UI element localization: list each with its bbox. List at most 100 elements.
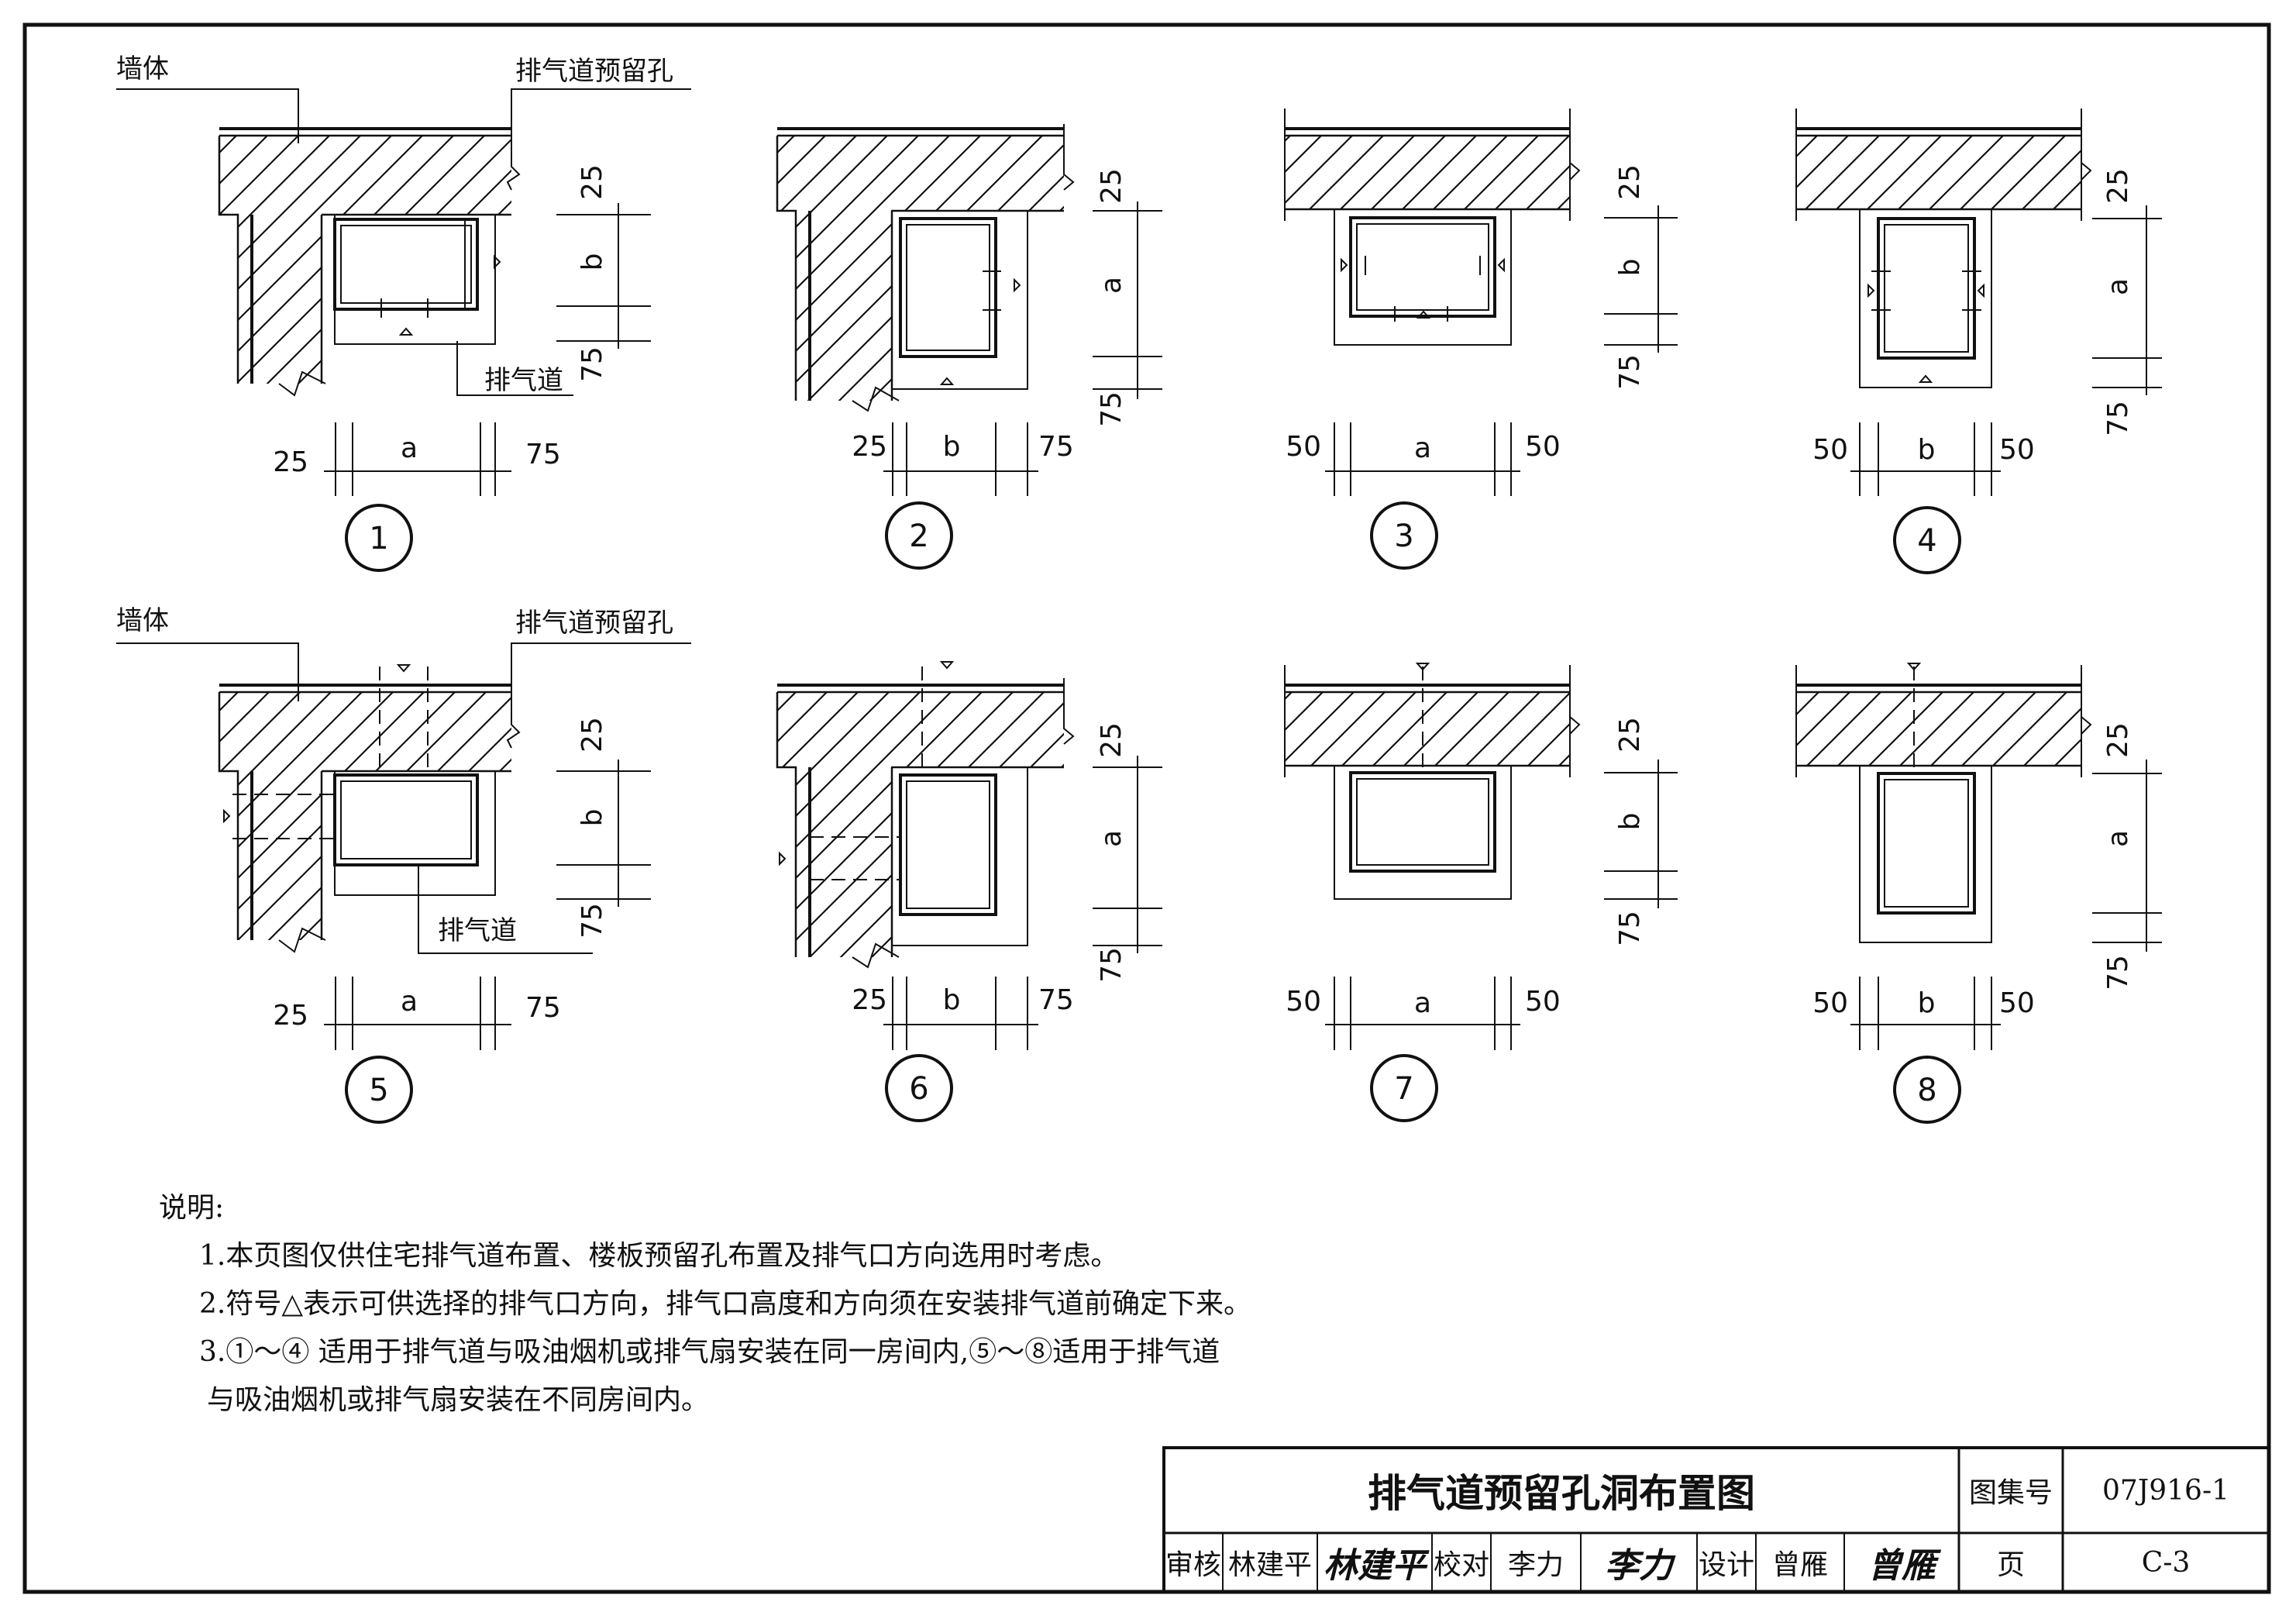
label-exhaust-duct: 排气道 [484,365,563,396]
detail-number-6: 6 [885,1054,953,1122]
svg-text:7: 7 [1394,1071,1413,1107]
detail-8 [1795,663,2162,1050]
dim-75: 75 [1614,911,1646,946]
check-label: 校对 [1433,1549,1489,1581]
dim-a: a [1096,830,1127,847]
dim-75: 75 [1614,354,1646,390]
detail-4 [1795,109,2162,496]
review-label: 审核 [1165,1549,1221,1581]
dim-a: a [1096,277,1127,294]
dim-25: 25 [1614,164,1646,200]
outlet-direction-marker [398,327,414,336]
dim-75: 75 [1096,391,1127,427]
dim-25: 25 [2102,168,2134,204]
dim-75: 75 [1038,431,1074,463]
dim-a: a [2102,278,2134,295]
dim-75: 75 [525,992,561,1024]
reviewer-name: 林建平 [1227,1549,1312,1581]
dim-b: b [1614,813,1646,831]
dim-b: b [577,253,608,271]
detail-number-7: 7 [1370,1054,1438,1122]
dim-25: 25 [1096,168,1127,204]
dim-25: 25 [273,1000,308,1032]
title-block [1162,1446,2270,1593]
dim-b: b [943,431,961,463]
label-reserved-hole: 排气道预留孔 [515,608,673,639]
svg-text:8: 8 [1917,1073,1936,1108]
designer-signature: 曾雁 [1867,1546,1936,1586]
dim-a: a [1414,987,1431,1019]
dim-25: 25 [852,984,887,1016]
label-wall: 墙体 [116,53,169,84]
dim-b: b [1614,259,1646,277]
dim-50: 50 [1525,431,1561,463]
detail-number-2: 2 [885,501,953,570]
dim-a: a [1414,432,1431,464]
note-1: 1.本页图仅供住宅排气道布置、楼板预留孔布置及排气口方向选用时考虑。 [199,1240,1119,1272]
detail-number-1: 1 [345,504,413,572]
dim-b: b [1918,987,1936,1019]
designer-name: 曾雁 [1771,1549,1828,1581]
dim-75: 75 [2102,955,2134,990]
design-label: 设计 [1698,1549,1754,1581]
svg-text:6: 6 [909,1071,928,1107]
dim-75: 75 [525,439,561,470]
notes: 说明: 1.本页图仅供住宅排气道布置、楼板预留孔布置及排气口方向选用时考虑。 2… [159,1184,1337,1424]
dim-25: 25 [1614,717,1646,753]
reviewer-signature: 林建平 [1324,1546,1426,1586]
detail-7 [1284,663,1678,1050]
notes-heading: 说明: [159,1192,225,1224]
checker-signature: 李力 [1605,1546,1673,1586]
checker-name: 李力 [1507,1549,1564,1581]
dim-a: a [2102,830,2134,847]
detail-2 [776,124,1162,496]
label-reserved-hole: 排气道预留孔 [515,56,673,87]
reserved-hole [334,214,496,345]
atlas-number-label: 图集号 [1968,1477,2053,1509]
dim-50: 50 [1286,431,1321,463]
detail-5 [116,642,691,1050]
detail-number-8: 8 [1893,1056,1961,1124]
dim-75: 75 [577,346,608,382]
detail-1 [116,88,691,496]
dim-75: 75 [1096,947,1127,983]
dim-25: 25 [1096,722,1127,758]
svg-text:5: 5 [369,1073,388,1108]
dim-b: b [577,809,608,827]
exhaust-duct [333,218,479,311]
sheet-border [22,22,2271,1594]
slab-hatch [219,136,511,215]
dim-25: 25 [577,164,608,200]
page-number: C-3 [2141,1546,2191,1579]
dim-50: 50 [1525,986,1561,1018]
dim-50: 50 [1999,434,2035,466]
svg-text:1: 1 [369,521,388,556]
dim-25: 25 [273,446,308,478]
dim-25: 25 [852,431,887,463]
page-label: 页 [1996,1549,2025,1581]
dim-a: a [401,986,418,1018]
detail-number-4: 4 [1893,506,1961,574]
dim-25: 25 [577,717,608,753]
detail-number-5: 5 [345,1056,413,1124]
note-3: 3.①～④ 适用于排气道与吸油烟机或排气扇安装在同一房间内,⑤～⑧适用于排气道 [199,1336,1220,1368]
dim-25: 25 [2102,722,2134,758]
dim-50: 50 [1286,986,1321,1018]
note-2: 2.符号△表示可供选择的排气口方向，排气口高度和方向须在安装排气道前确定下来。 [199,1288,1252,1320]
dim-50: 50 [1812,987,1848,1019]
svg-text:2: 2 [909,518,928,554]
note-3-continued: 与吸油烟机或排气扇安装在不同房间内。 [207,1384,710,1416]
dim-a: a [401,432,418,464]
dim-50: 50 [1812,434,1848,466]
dim-b: b [943,984,961,1016]
detail-number-3: 3 [1370,501,1438,570]
svg-text:3: 3 [1394,518,1413,554]
dim-75: 75 [577,903,608,939]
svg-text:4: 4 [1917,523,1936,559]
outlet-direction-marker [494,254,501,270]
label-exhaust-duct: 排气道 [438,915,517,946]
dim-b: b [1918,434,1936,466]
detail-6 [776,661,1162,1050]
drawing-title: 排气道预留孔洞布置图 [1368,1471,1755,1516]
